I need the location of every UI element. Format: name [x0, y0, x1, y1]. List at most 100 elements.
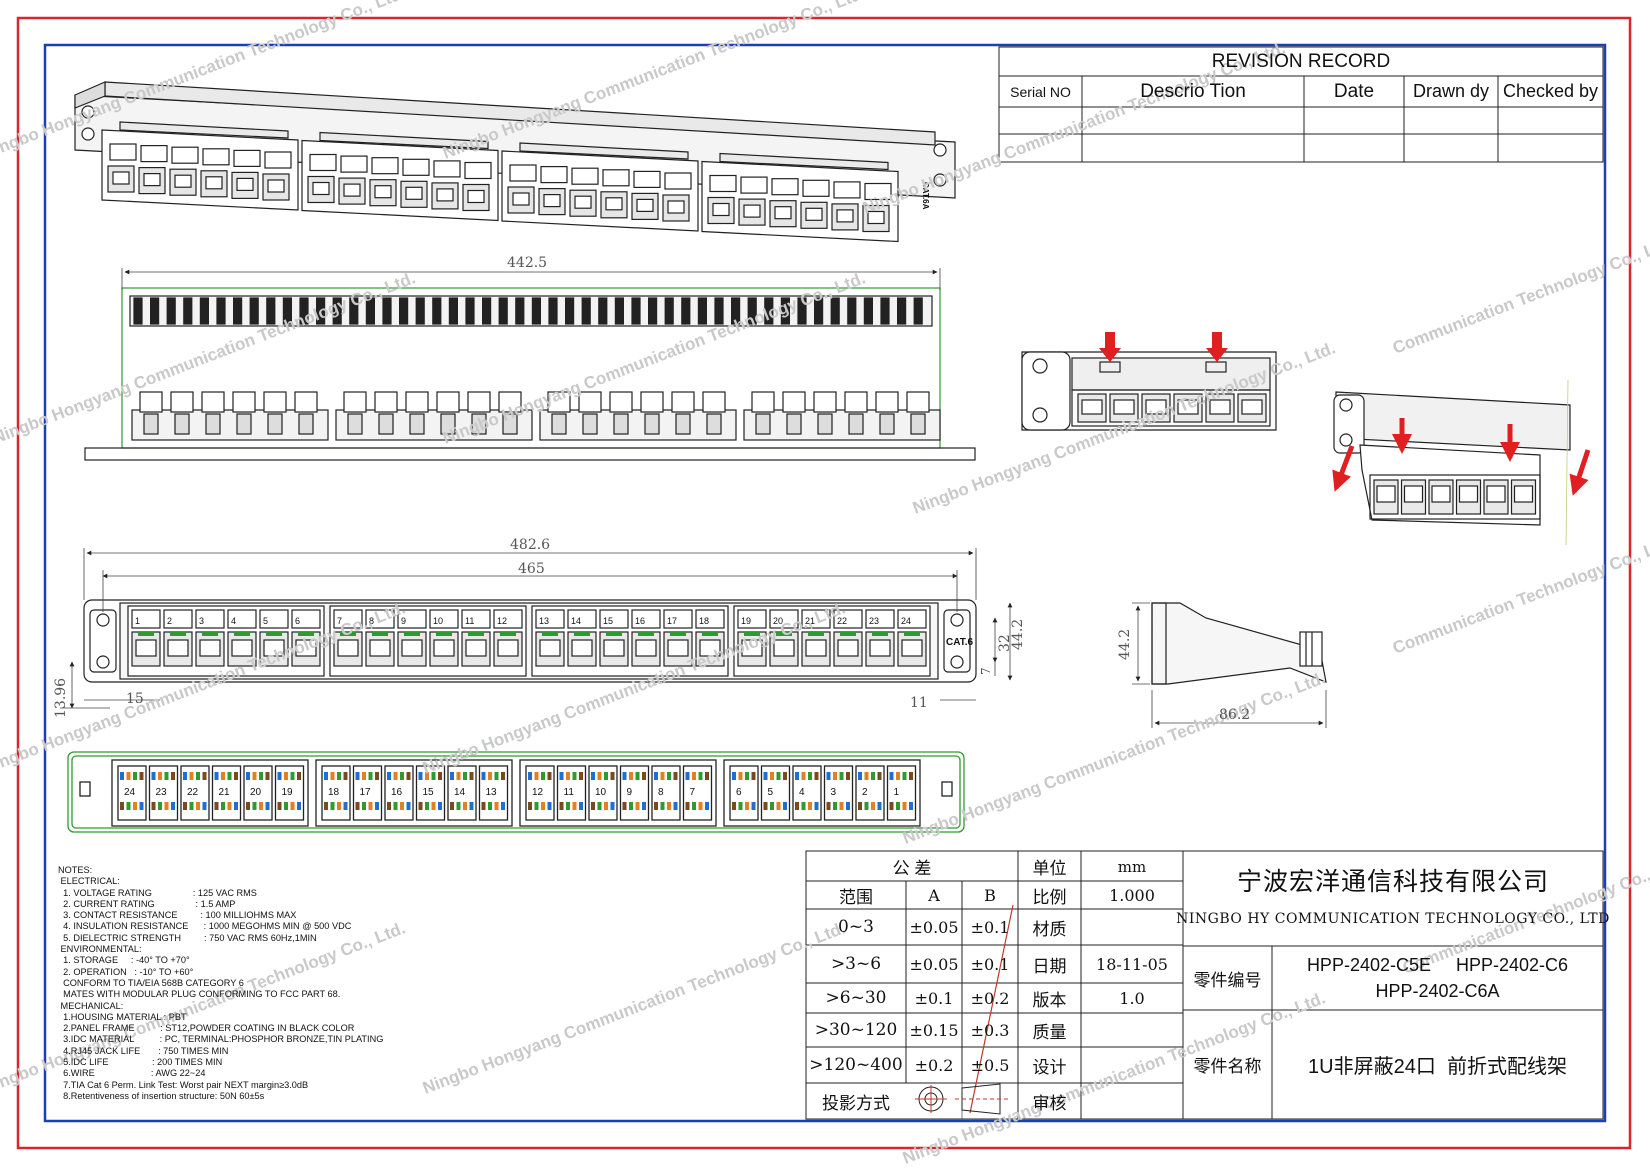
port-label-window [259, 609, 289, 629]
clip-tooth [432, 297, 442, 325]
rj45-opening [741, 639, 763, 657]
front-module [733, 605, 931, 677]
rear-port-number: 2 [862, 787, 868, 798]
idc-cap [702, 391, 726, 413]
label-window [309, 153, 337, 172]
clip-tooth [415, 297, 425, 325]
port-number: 3 [199, 616, 204, 626]
rj45-opening [805, 639, 827, 657]
port-number: 6 [295, 616, 300, 626]
tolerance-col-a: A [928, 885, 940, 905]
wire-slot [635, 772, 640, 780]
clip-tooth [448, 297, 458, 325]
jack-latch [202, 632, 218, 636]
wire-slot [896, 802, 900, 810]
jack-latch [702, 632, 718, 636]
jack-latch [266, 632, 282, 636]
wire-slot [284, 802, 288, 810]
rear-port-number: 19 [282, 787, 294, 798]
wire-slot [751, 802, 756, 810]
detail-1-arrows [1099, 332, 1228, 362]
rear-module [335, 409, 533, 441]
clip-tooth [797, 297, 807, 325]
port-label-window [695, 609, 725, 629]
port-label-window [227, 609, 257, 629]
wire-slot [745, 772, 749, 780]
port-number: 8 [369, 616, 374, 626]
port-label-window [833, 609, 863, 629]
unit-label: 单位 [1032, 859, 1067, 878]
note-line: ELECTRICAL: [58, 876, 120, 887]
wire-slot [431, 802, 436, 810]
detail-view-1 [1021, 351, 1277, 431]
rj45-opening [605, 197, 623, 211]
rev-col-date: Date [1333, 81, 1375, 102]
wire-slot [393, 772, 398, 780]
dim-side-depth: 86.2 [1219, 707, 1251, 723]
tolerance-a-cell: ±0.2 [914, 1055, 954, 1075]
wire-slot [610, 802, 615, 810]
wire-slot [362, 802, 366, 810]
wire-slot [343, 802, 348, 810]
wire-slot [572, 802, 577, 810]
label-window [802, 179, 830, 197]
clip-tooth [216, 297, 226, 325]
wire-slot [214, 802, 219, 810]
wire-slot [183, 802, 187, 810]
wire-slot [418, 772, 423, 780]
rear-port-number: 17 [360, 787, 372, 798]
idc-terminal-block [588, 765, 618, 821]
jack-latch [542, 632, 558, 636]
design-label: 设计 [1032, 1057, 1067, 1077]
clip-tooth [266, 297, 276, 325]
clip-tooth [299, 297, 309, 325]
clip-tooth [614, 297, 625, 325]
wire-slot [469, 802, 474, 810]
wire-slot [566, 802, 570, 810]
wire-slot [547, 802, 552, 810]
idc-cap [201, 391, 225, 413]
wire-slot [214, 772, 219, 780]
rj45-opening [667, 200, 685, 214]
clip-tooth [631, 297, 641, 325]
port-number: 22 [837, 616, 847, 626]
clip-tooth [183, 297, 193, 325]
title-block [805, 850, 1604, 1120]
rear-port-number: 12 [532, 787, 544, 798]
date-value: 18-11-05 [1096, 954, 1168, 974]
cat6-badge: CAT.6 [946, 637, 973, 648]
port-label-window [801, 609, 831, 629]
dim-442-5 [121, 268, 941, 290]
port-label-window [769, 609, 799, 629]
wire-slot [909, 802, 913, 810]
front-dimensions [60, 548, 1013, 709]
rj45-opening [1431, 485, 1451, 503]
clip-tooth [166, 297, 176, 325]
tolerance-b-cell: ±0.3 [970, 1020, 1010, 1040]
wire-slot [877, 802, 882, 810]
material-value [1081, 909, 1183, 945]
jack-latch [872, 632, 888, 636]
idc-terminal-block [619, 765, 650, 821]
wire-slot [387, 802, 391, 810]
idc-cap [547, 391, 571, 413]
wire-slot [202, 772, 207, 780]
idc-body [409, 413, 425, 435]
wire-slot [795, 772, 799, 780]
port-label-window [333, 609, 363, 629]
dim-side-height: 44.2 [1117, 628, 1133, 660]
jack-latch [138, 632, 154, 636]
wire-slot [889, 772, 894, 780]
rear-module [743, 409, 941, 441]
wire-slot [871, 802, 875, 810]
jack-latch [776, 632, 792, 636]
wire-slot [431, 772, 436, 780]
dim-height: 44.2 [1010, 618, 1026, 650]
rj45-opening [467, 189, 485, 204]
idc-terminal-block [148, 765, 179, 821]
detail-view-2 [1333, 379, 1571, 546]
tolerance-a-cell: ±0.15 [909, 1020, 959, 1040]
rj45-opening [1458, 485, 1479, 503]
idc-body [267, 413, 283, 435]
jack-latch [170, 632, 186, 636]
